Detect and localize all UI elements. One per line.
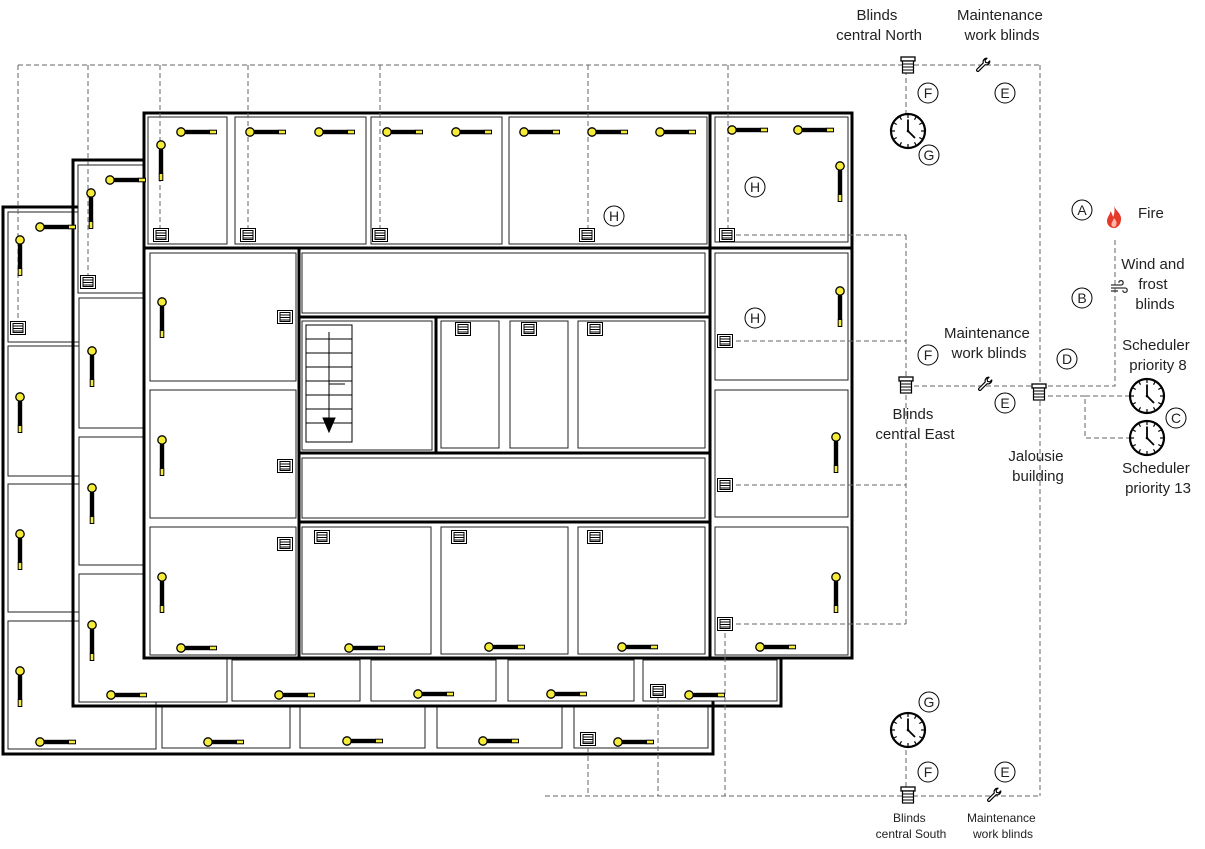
badge-a: A [1071, 199, 1093, 221]
badge-e-south: E [994, 761, 1016, 783]
svg-text:E: E [1000, 764, 1009, 780]
blind-central-building-icon [1031, 383, 1047, 401]
svg-text:G: G [924, 147, 935, 163]
badge-g-south: G [918, 691, 940, 713]
svg-text:C: C [1171, 410, 1181, 426]
blind-central-north-icon [900, 56, 916, 74]
badge-f-east: F [917, 344, 939, 366]
badge-b: B [1071, 287, 1093, 309]
label-blinds-central-east: Blinds central East [875, 406, 955, 443]
clock-scheduler8-icon [1128, 377, 1166, 415]
svg-text:A: A [1077, 202, 1087, 218]
svg-text:H: H [609, 208, 619, 224]
floor-front [142, 111, 854, 660]
badge-h-3: H [744, 307, 766, 329]
badge-h-2: H [744, 176, 766, 198]
svg-text:H: H [750, 310, 760, 326]
svg-text:F: F [924, 85, 933, 101]
label-fire: Fire [1138, 205, 1164, 222]
svg-text:D: D [1062, 351, 1072, 367]
svg-text:F: F [924, 347, 933, 363]
svg-text:F: F [924, 764, 933, 780]
svg-text:H: H [750, 179, 760, 195]
svg-text:E: E [1000, 395, 1009, 411]
label-blinds-central-north: Blinds central North [836, 7, 922, 44]
wrench-east-icon [977, 376, 993, 392]
clock-north-icon [889, 112, 927, 150]
badges: F E G H H H A B F D E C G F E [603, 82, 1187, 783]
badge-e-north: E [994, 82, 1016, 104]
badge-h-1: H [603, 205, 625, 227]
blind-central-east-icon [898, 376, 914, 394]
badge-f-south: F [917, 761, 939, 783]
badge-c: C [1165, 407, 1187, 429]
clock-scheduler13-icon [1128, 419, 1166, 457]
blind-central-south-icon [900, 786, 916, 804]
fire-icon [1107, 206, 1122, 228]
staircase [305, 324, 353, 443]
wind-icon [1110, 280, 1128, 294]
wrench-south-icon [986, 787, 1002, 803]
label-maintenance-east: Maintenance work blinds [944, 325, 1034, 362]
svg-text:E: E [1000, 85, 1009, 101]
label-scheduler13: Scheduler priority 13 [1122, 460, 1194, 497]
label-jalousie-building: Jalousie building [1008, 448, 1067, 485]
svg-text:G: G [924, 694, 935, 710]
label-blinds-central-south: Blinds central South [876, 811, 947, 841]
clock-south-icon [889, 711, 927, 749]
svg-text:B: B [1077, 290, 1086, 306]
badge-f-north: F [917, 82, 939, 104]
label-maintenance-south: Maintenance work blinds [967, 811, 1039, 841]
label-maintenance-north: Maintenance work blinds [957, 7, 1047, 44]
badge-e-east: E [994, 392, 1016, 414]
label-wind-frost: Wind and frost blinds [1121, 256, 1189, 313]
label-scheduler8: Scheduler priority 8 [1122, 337, 1194, 374]
badge-d: D [1056, 348, 1078, 370]
labels: Blinds central North Maintenance work bl… [836, 7, 1194, 841]
badge-g-north: G [918, 144, 940, 166]
